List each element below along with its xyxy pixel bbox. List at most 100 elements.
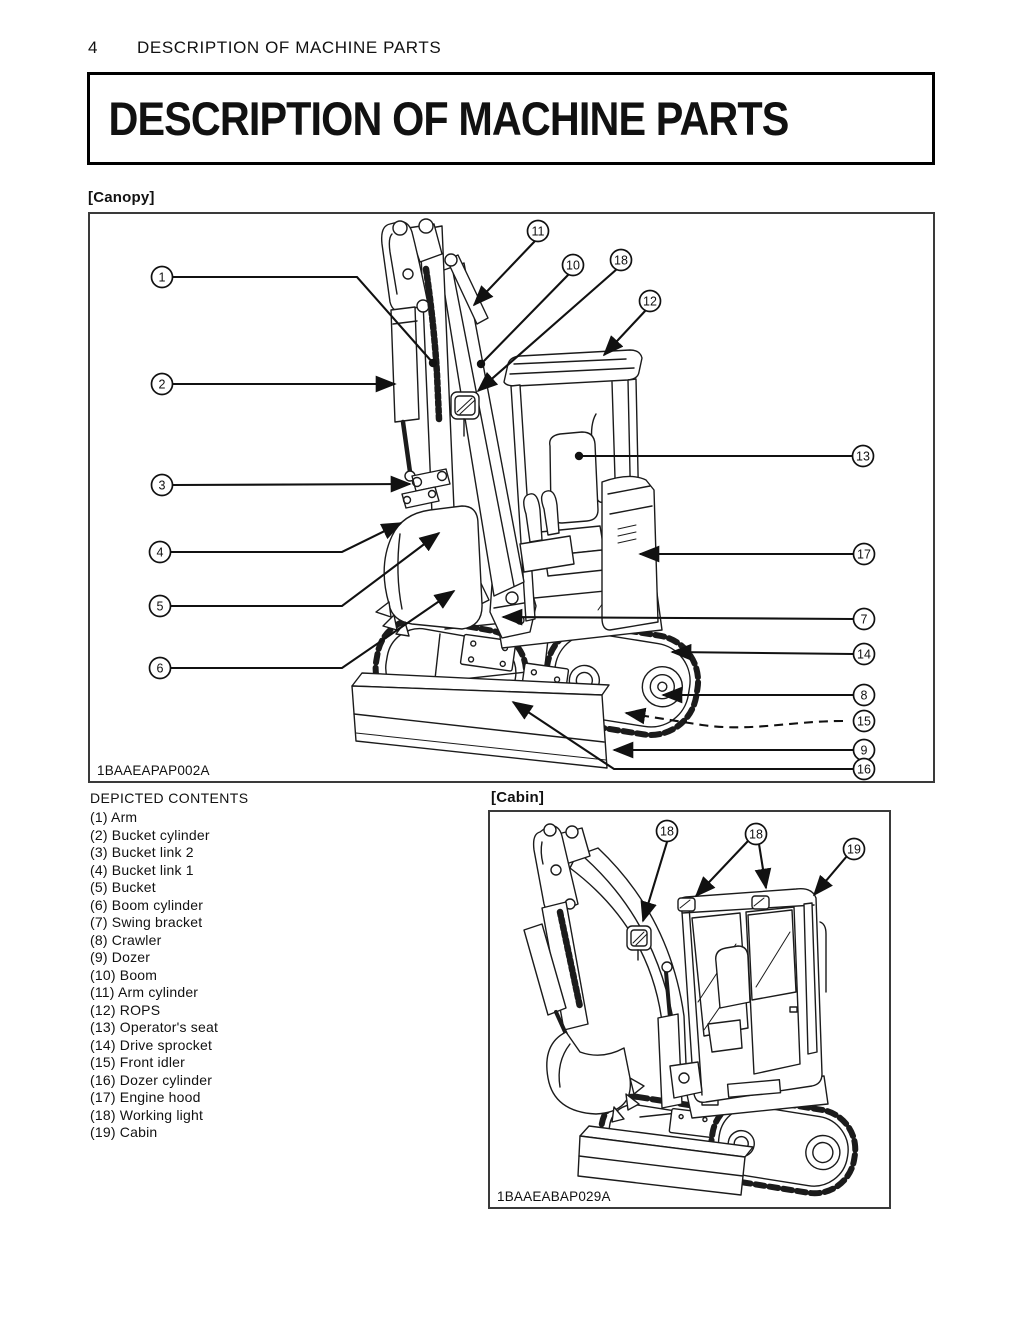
svg-text:13: 13	[856, 450, 870, 464]
contents-list-item: (3) Bucket link 2	[90, 844, 194, 860]
arm-cylinder	[444, 253, 489, 325]
canopy-figure-drawing: 1 2 3 4 5 6 11 10 18 12 13 17 7 14 8 15 …	[148, 218, 876, 781]
cabin-callouts: 18 18 19	[655, 819, 866, 861]
callout-18-boom: 18	[655, 819, 679, 843]
bucket	[375, 505, 483, 637]
cabin-dozer-blade	[577, 1125, 754, 1196]
header-page-number: 4	[88, 38, 98, 57]
callout-7: 7	[852, 607, 876, 631]
dozer-blade	[351, 672, 610, 769]
svg-text:14: 14	[857, 648, 871, 662]
cabin-bucket-cylinder	[523, 923, 568, 1036]
contents-list-item: (2) Bucket cylinder	[90, 826, 210, 843]
contents-list-item: (7) Swing bracket	[90, 914, 203, 930]
cabin-body	[678, 888, 827, 1104]
svg-text:10: 10	[566, 259, 580, 273]
cabin-front-pillar	[688, 905, 703, 1096]
svg-text:5: 5	[157, 600, 164, 614]
svg-text:7: 7	[861, 613, 868, 627]
callout-12: 12	[638, 289, 662, 313]
callout-16: 16	[852, 757, 876, 781]
cabin-seat	[715, 945, 751, 1009]
cabin-bucket	[546, 1031, 645, 1123]
cabin-working-light-boom	[626, 925, 652, 961]
contents-list-item: (12) ROPS	[90, 1001, 161, 1018]
cabin-right-track	[708, 1096, 859, 1197]
canopy-image-code: 1BAAEAPAP002A	[97, 763, 210, 778]
contents-list-item: (15) Front idler	[90, 1054, 186, 1070]
callout-2: 2	[150, 372, 174, 396]
callout-17: 17	[852, 542, 876, 566]
svg-text:18: 18	[660, 825, 674, 839]
contents-list-item: (1) Arm	[90, 809, 138, 825]
contents-list-item: (6) Boom cylinder	[90, 896, 204, 913]
canopy-section-label: [Canopy]	[88, 189, 155, 206]
svg-text:3: 3	[159, 479, 166, 493]
control-levers	[519, 490, 575, 573]
contents-list-item: (18) Working light	[90, 1106, 204, 1123]
cabin-rear-window	[803, 902, 818, 1055]
svg-text:9: 9	[861, 744, 868, 758]
callout-4: 4	[148, 540, 172, 564]
contents-list-item: (10) Boom	[90, 966, 158, 983]
title-banner: DESCRIPTION OF MACHINE PARTS	[87, 72, 935, 165]
svg-text:2: 2	[159, 378, 166, 392]
contents-list-item: (13) Operator's seat	[90, 1019, 219, 1035]
contents-heading: DEPICTED CONTENTS	[90, 790, 249, 806]
engine-hood	[601, 475, 659, 631]
callout-18-roof: 18	[744, 822, 768, 846]
cabin-arm-plates	[532, 823, 591, 914]
callout-14: 14	[852, 642, 876, 666]
svg-text:1: 1	[159, 271, 166, 285]
bucket-link-chain	[422, 265, 443, 423]
callout-11: 11	[526, 219, 550, 243]
contents-list-item: (11) Arm cylinder	[90, 984, 199, 1000]
contents-list-item: (9) Dozer	[90, 949, 151, 965]
svg-text:11: 11	[532, 225, 545, 239]
cabin-figure-drawing: 18 18 19	[523, 819, 866, 1197]
cabin-working-light-rear	[751, 895, 770, 910]
cabin-swing-bracket	[669, 1061, 703, 1099]
bucket-cylinder	[390, 306, 420, 482]
contents-list-item: (5) Bucket	[90, 879, 156, 895]
callout-5: 5	[148, 594, 172, 618]
contents-list-item: (19) Cabin	[90, 1124, 158, 1140]
callout-9: 9	[852, 738, 876, 762]
svg-text:6: 6	[157, 662, 164, 676]
callout-6: 6	[148, 656, 172, 680]
callout-10: 10	[561, 253, 585, 277]
callout-15: 15	[852, 709, 876, 733]
svg-text:4: 4	[157, 546, 164, 560]
contents-list: (1) Arm(2) Bucket cylinder(3) Bucket lin…	[90, 809, 480, 1142]
depicted-contents: DEPICTED CONTENTS (1) Arm(2) Bucket cyli…	[90, 790, 480, 1142]
page-title: DESCRIPTION OF MACHINE PARTS	[108, 92, 789, 145]
callout-3: 3	[150, 473, 174, 497]
header-section-title: DESCRIPTION OF MACHINE PARTS	[137, 38, 442, 57]
working-light	[450, 391, 480, 437]
svg-text:12: 12	[643, 295, 657, 309]
canopy-callouts: 1 2 3 4 5 6 11 10 18 12 13 17 7 14 8 15 …	[148, 219, 876, 781]
cabin-working-light-front	[677, 897, 696, 912]
canopy-leader-lines	[171, 240, 854, 771]
canopy-figure: 1 2 3 4 5 6 11 10 18 12 13 17 7 14 8 15 …	[88, 212, 935, 783]
svg-text:16: 16	[857, 763, 871, 777]
callout-13: 13	[851, 444, 875, 468]
callout-8: 8	[852, 683, 876, 707]
contents-list-item: (4) Bucket link 1	[90, 861, 194, 878]
door-handle	[789, 1006, 798, 1013]
callout-18: 18	[609, 248, 633, 272]
contents-list-item: (17) Engine hood	[90, 1089, 201, 1105]
cabin-leader-lines	[640, 840, 848, 923]
svg-text:15: 15	[857, 715, 871, 729]
svg-text:18: 18	[749, 828, 763, 842]
callout-19: 19	[842, 837, 866, 861]
contents-list-item: (8) Crawler	[90, 931, 162, 948]
contents-list-item: (14) Drive sprocket	[90, 1036, 213, 1053]
cabin-figure: 18 18 19 1BAAEABAP029A	[488, 810, 891, 1209]
svg-text:18: 18	[614, 254, 628, 268]
callout-1: 1	[150, 265, 174, 289]
svg-text:17: 17	[857, 548, 871, 562]
cabin-section-label: [Cabin]	[491, 789, 545, 806]
cabin-image-code: 1BAAEABAP029A	[497, 1189, 611, 1204]
